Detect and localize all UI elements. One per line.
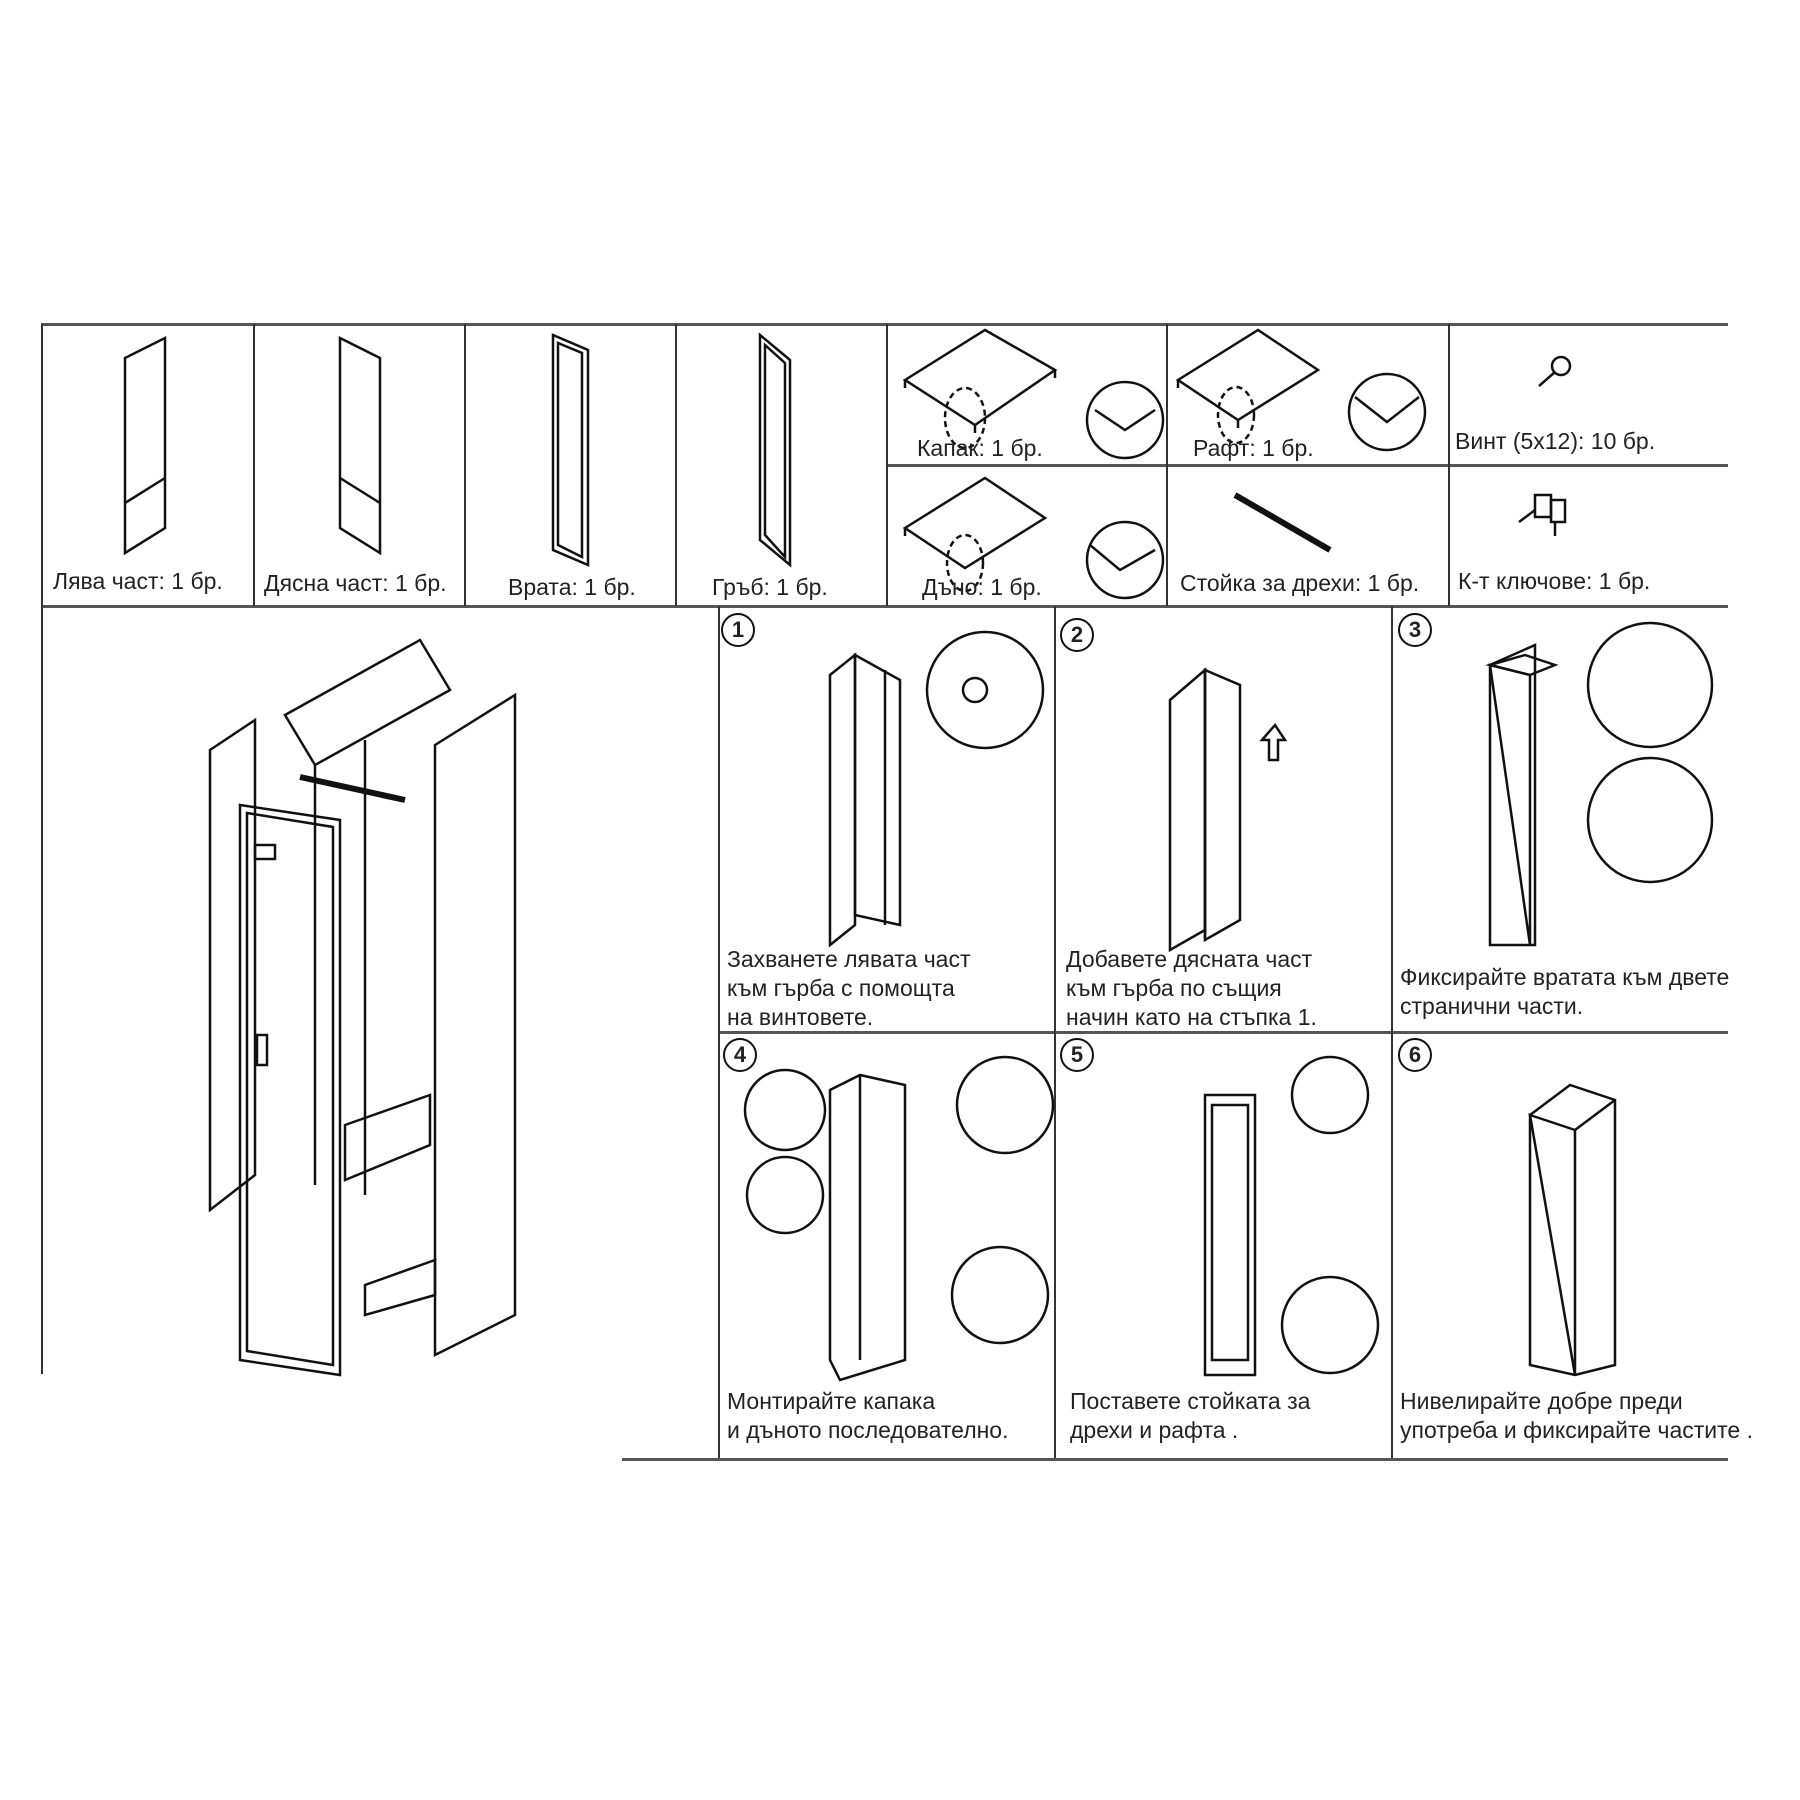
back-panel-drawing: [758, 332, 792, 568]
clothes-rail-drawing: [1233, 492, 1332, 553]
step-text-line: на винтовете.: [727, 1004, 874, 1030]
part-label-bottom: Дъно: 1 бр.: [922, 574, 1042, 600]
divider: [1391, 606, 1393, 1458]
step-text-line: Монтирайте капака: [727, 1388, 936, 1414]
table-bottom-border: [41, 605, 1728, 608]
divider: [675, 324, 677, 606]
step-3-text: Фиксирайте вратата към двете странични ч…: [1400, 963, 1729, 1021]
door-drawing: [551, 333, 590, 567]
divider: [41, 324, 43, 1374]
step-text-line: Поставете стойката за: [1070, 1388, 1311, 1414]
part-label-clothes-rail: Стойка за дрехи: 1 бр.: [1180, 570, 1420, 596]
divider: [1054, 606, 1056, 1458]
top-cover-detail-circle: [1085, 380, 1165, 460]
right-panel-drawing: [338, 335, 382, 556]
step-number-3: 3: [1398, 613, 1432, 647]
keys-icon: [1518, 493, 1567, 536]
bottom-detail-circle: [1085, 520, 1165, 600]
step-text-line: дрехи и рафта .: [1070, 1417, 1239, 1443]
step-2-text: Добавете дясната част към гърба по същия…: [1066, 945, 1317, 1032]
divider: [718, 606, 720, 1458]
part-label-top: Капак: 1 бр.: [917, 435, 1043, 461]
part-label-right-side: Дясна част: 1 бр.: [264, 570, 447, 596]
step-number-2: 2: [1060, 618, 1094, 652]
step-6-drawing: [1528, 1083, 1617, 1377]
step-1-drawing: [828, 630, 1045, 948]
step-3-drawing: [1485, 621, 1714, 947]
step-text-line: Добавете дясната част: [1066, 946, 1313, 972]
step-number-1: 1: [721, 613, 755, 647]
step-4-drawing: [743, 1055, 1055, 1382]
left-panel-drawing: [123, 335, 167, 556]
step-6-text: Нивелирайте добре преди употреба и фикси…: [1400, 1387, 1753, 1445]
step-number-4: 4: [723, 1038, 757, 1072]
divider: [886, 324, 888, 606]
step-text-line: към гърба с помощта: [727, 975, 955, 1001]
table-mid-border: [886, 464, 1728, 467]
step-text-line: начин като на стъпка 1.: [1066, 1004, 1317, 1030]
divider: [1448, 324, 1450, 606]
part-label-left-side: Лява част: 1 бр.: [53, 568, 223, 594]
exploded-view-drawing: [208, 638, 517, 1377]
step-text-line: Захванете лявата част: [727, 946, 971, 972]
step-text-line: към гърба по същия: [1066, 975, 1282, 1001]
step-text-line: употреба и фиксирайте частите .: [1400, 1417, 1753, 1443]
part-label-back: Гръб: 1 бр.: [712, 574, 828, 600]
steps-bottom-border: [622, 1458, 1728, 1461]
step-number-6: 6: [1398, 1038, 1432, 1072]
table-top-border: [41, 323, 1728, 326]
divider: [464, 324, 466, 606]
steps-mid-border: [718, 1031, 1728, 1034]
step-5-drawing: [1203, 1055, 1380, 1377]
bottom-panel-drawing: [902, 476, 1048, 593]
part-label-keys: К-т ключове: 1 бр.: [1458, 568, 1651, 594]
shelf-drawing: [1175, 328, 1321, 445]
part-label-door: Врата: 1 бр.: [508, 574, 636, 600]
step-text-line: странични части.: [1400, 993, 1584, 1019]
step-text-line: Фиксирайте вратата към двете: [1400, 964, 1730, 990]
divider: [1166, 324, 1168, 606]
part-label-shelf: Рафт: 1 бр.: [1193, 435, 1314, 461]
step-number-5: 5: [1060, 1038, 1094, 1072]
step-1-text: Захванете лявата част към гърба с помощт…: [727, 945, 971, 1032]
shelf-detail-circle: [1347, 372, 1427, 452]
divider: [253, 324, 255, 606]
step-4-text: Монтирайте капака и дъното последователн…: [727, 1387, 1009, 1445]
screw-icon: [1538, 355, 1572, 387]
step-5-text: Поставете стойката за дрехи и рафта .: [1070, 1387, 1310, 1445]
top-cover-drawing: [902, 328, 1058, 450]
part-label-screw: Винт (5x12): 10 бр.: [1455, 428, 1656, 454]
step-text-line: и дъното последователно.: [727, 1417, 1009, 1443]
step-2-drawing: [1168, 667, 1288, 953]
step-text-line: Нивелирайте добре преди: [1400, 1388, 1683, 1414]
